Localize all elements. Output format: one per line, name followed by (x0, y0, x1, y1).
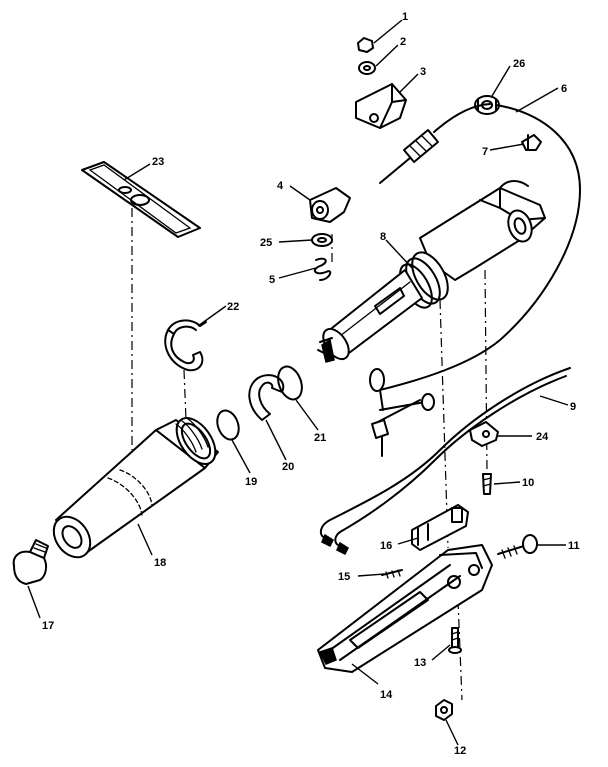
part-17-end-cap (12, 539, 49, 585)
callout-11: 11 (568, 540, 580, 552)
callout-6: 6 (561, 83, 567, 95)
callout-16: 16 (380, 540, 392, 552)
callout-23: 23 (152, 156, 164, 168)
callout-22: 22 (227, 301, 239, 313)
callout-12: 12 (454, 745, 466, 757)
part-14-lower-bracket (317, 544, 493, 673)
alignment-lines (131, 208, 488, 701)
callout-19: 19 (245, 476, 257, 488)
part-21-o-ring (277, 365, 303, 401)
part-18-handle-grip (52, 417, 219, 559)
callout-18: 18 (154, 557, 166, 569)
callout-14: 14 (380, 689, 393, 701)
part-12-nut (435, 699, 453, 721)
callout-24: 24 (536, 431, 549, 443)
callout-1: 1 (402, 11, 408, 23)
part-22-clamp-ring (164, 319, 207, 372)
part-20-retainer-clip (248, 374, 285, 421)
callout-21: 21 (314, 432, 326, 444)
callout-17: 17 (42, 620, 54, 632)
part-3-cam (355, 83, 407, 129)
callout-2: 2 (400, 36, 406, 48)
callouts: 1 2 3 4 25 5 26 6 7 8 9 10 11 12 13 14 1… (42, 11, 580, 757)
callout-9: 9 (570, 401, 576, 413)
part-10-screw (482, 473, 492, 495)
part-16-bracket (411, 504, 469, 551)
callout-4: 4 (277, 180, 284, 192)
part-4-link-block (309, 187, 351, 223)
callout-5: 5 (269, 274, 275, 286)
part-8-tiller-tube (317, 180, 546, 363)
callout-26: 26 (513, 58, 525, 70)
part-25-washer (311, 233, 333, 247)
leader-lines (27, 19, 569, 746)
part-13-screw (448, 627, 462, 654)
callout-8: 8 (380, 231, 386, 243)
part-11-bolt (497, 534, 538, 559)
part-5-spring (313, 257, 332, 281)
callout-15: 15 (338, 571, 350, 583)
callout-3: 3 (420, 66, 426, 78)
part-15-pin (381, 569, 403, 579)
callout-20: 20 (282, 461, 294, 473)
part-24-cable-clamp (469, 421, 499, 447)
part-6-throttle-cable (369, 103, 581, 457)
part-1-nut (357, 37, 374, 53)
callout-7: 7 (482, 146, 488, 158)
callout-25: 25 (260, 237, 272, 249)
part-19-o-ring (216, 409, 240, 441)
part-7-clip (521, 134, 542, 151)
callout-10: 10 (522, 477, 534, 489)
part-2-washer (358, 61, 376, 75)
part-23-sight-strip (81, 161, 201, 238)
callout-13: 13 (414, 657, 426, 669)
part-9-wire-harness (319, 367, 571, 556)
